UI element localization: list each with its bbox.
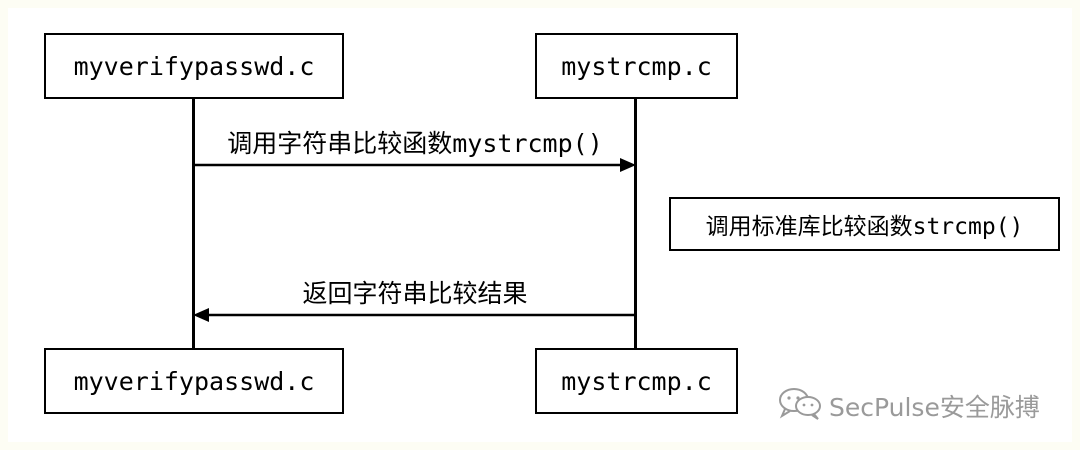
wechat-icon: [777, 386, 823, 426]
lifeline-myverifypasswd: [192, 98, 195, 350]
note-strcmp: 调用标准库比较函数strcmp(): [669, 197, 1060, 251]
participant-mystrcmp-bottom: mystrcmp.c: [535, 348, 738, 414]
participant-label: myverifypasswd.c: [73, 51, 315, 81]
watermark-text: SecPulse安全脉搏: [829, 393, 1040, 422]
participant-label: myverifypasswd.c: [73, 366, 315, 396]
participant-label: mystrcmp.c: [561, 366, 712, 396]
participant-myverifypasswd-bottom: myverifypasswd.c: [44, 348, 344, 414]
participant-myverifypasswd-top: myverifypasswd.c: [44, 33, 344, 99]
lifeline-mystrcmp: [634, 98, 637, 350]
call-arrowhead: [620, 158, 636, 172]
watermark: SecPulse安全脉搏: [777, 386, 1040, 426]
note-label: 调用标准库比较函数strcmp(): [705, 214, 1024, 240]
participant-mystrcmp-top: mystrcmp.c: [535, 33, 738, 99]
participant-label: mystrcmp.c: [561, 51, 712, 81]
call-message-label: 调用字符串比较函数mystrcmp(): [227, 129, 603, 158]
return-message-label: 返回字符串比较结果: [302, 279, 528, 308]
return-arrowhead: [193, 308, 209, 322]
